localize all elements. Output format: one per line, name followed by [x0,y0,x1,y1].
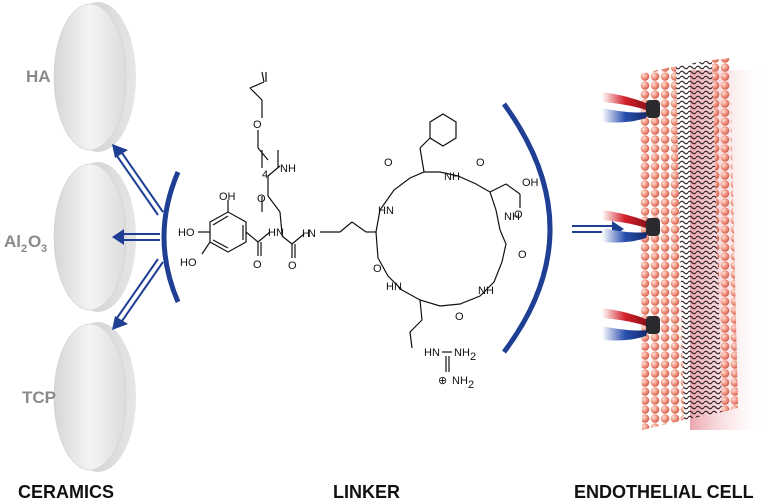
arrow-to-ha [116,152,164,216]
label-linker: LINKER [333,482,400,502]
atom-charge: ⊕ [438,375,447,387]
atom-o-chain: O [257,193,266,205]
label-al-sub: 2 [21,243,27,255]
receptor-middle [602,210,660,243]
atom-hn-ring1: HN [378,205,394,217]
label-ha: HA [26,67,51,86]
atom-h-1: H [302,228,310,240]
atom-o-ring3: O [518,249,527,261]
atom-nh2-a: NH [454,347,470,359]
endothelial-membrane [640,58,769,430]
atom-oh-top: OH [219,191,236,203]
right-bracket [501,102,553,354]
lipid-heads-inner [712,58,738,412]
label-o: O [28,232,41,251]
lipid-tails [676,60,722,420]
label-ceramics: CERAMICS [18,482,114,502]
atom-o-cooh: O [514,209,523,221]
atom-o-peg: O [253,119,262,131]
atom-nh2-b-sub: 2 [468,379,474,391]
label-al2o3: Al 2 O 3 [4,232,47,255]
arrow-to-tcp [116,258,164,322]
atom-o-amide2: O [288,260,297,272]
peg-repeat-count: 4 [262,169,268,181]
ceramic-discs [53,2,136,472]
disc-ha [53,2,136,152]
atom-o-ring2: O [476,157,485,169]
atom-oh-cooh: OH [522,177,539,189]
label-endothelial-cell: ENDOTHELIAL CELL [574,482,754,502]
receptor-bottom [602,308,660,341]
lipid-heads-outer [640,66,684,430]
receptor-top [602,92,660,123]
label-o-sub: 3 [41,243,47,255]
atom-hn-ring2: HN [386,281,402,293]
left-bracket [161,171,181,303]
arrow-to-al2o3 [122,233,160,241]
atom-o-ring1: O [384,157,393,169]
atom-nh-ring2: NH [504,211,520,223]
cyclic-peptide-ring [375,171,507,307]
atom-o-ring5: O [373,263,382,275]
disc-al2o3 [53,162,136,312]
atom-hn-arg: HN [424,347,440,359]
arrows-to-ceramics [112,144,164,330]
atom-nh2-a-sub: 2 [470,351,476,363]
atom-n-1: N [308,228,316,240]
atom-ho-mid: HO [178,227,195,239]
atom-nh2-b: NH [452,375,468,387]
atom-nh-ring3: NH [478,285,494,297]
atom-nh-peg: NH [280,163,296,175]
atom-ho-bot: HO [180,257,197,269]
atom-nh-ring1: NH [444,171,460,183]
disc-tcp [53,322,136,472]
linker-molecule: OH HO HO O HN O H N NH O 4 O [178,71,539,391]
gallol-ring [198,200,247,255]
atom-o-ring4: O [455,311,464,323]
atom-o-amide1: O [253,259,262,271]
label-tcp: TCP [22,388,56,407]
label-al: Al [4,232,21,251]
atom-hn-1: HN [268,227,284,239]
